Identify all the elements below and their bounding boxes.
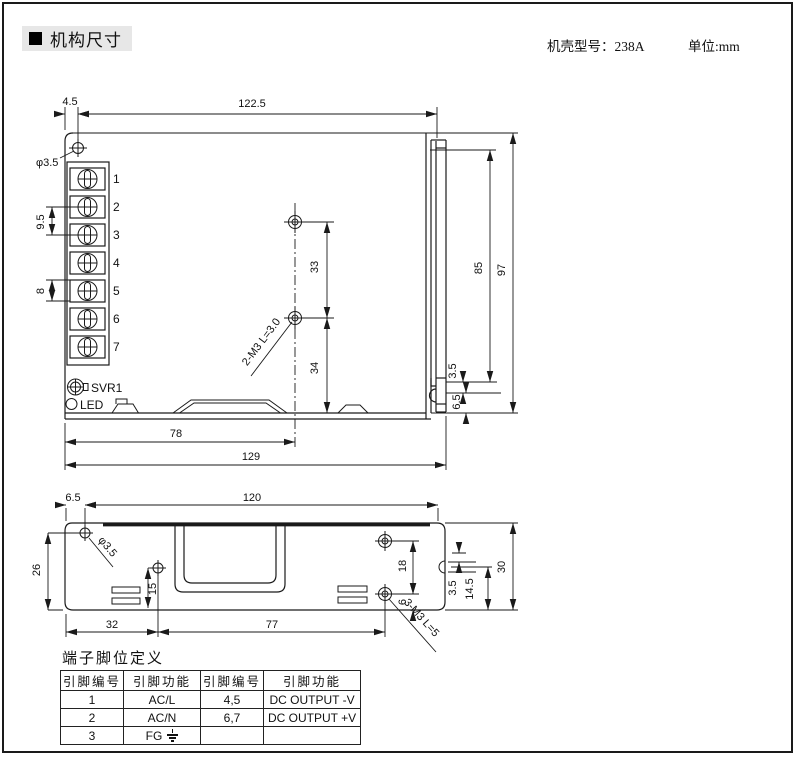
side-edge-notch bbox=[438, 560, 446, 574]
side-view-labels: 6.5 120 26 φ3.5 15 18 6 32 77 3-M3 L=5 3… bbox=[31, 492, 508, 639]
pcb-mounting-holes bbox=[284, 203, 306, 447]
dim-26: 26 bbox=[31, 564, 43, 576]
dim-34: 34 bbox=[309, 362, 321, 374]
dim-18: 18 bbox=[397, 560, 409, 572]
dim-6-5-side: 6.5 bbox=[65, 492, 80, 504]
dim-33: 33 bbox=[309, 261, 321, 273]
dim-122-5: 122.5 bbox=[238, 98, 266, 110]
side-screw-holes-right bbox=[375, 531, 395, 604]
led-indicator bbox=[65, 398, 78, 410]
section-title-box: 机构尺寸 bbox=[22, 26, 132, 51]
pin-fn-cell bbox=[263, 726, 362, 745]
header-pin-function-1: 引脚功能 bbox=[123, 670, 202, 691]
side-case-outline bbox=[64, 522, 446, 611]
pin-fn-cell: DC OUTPUT +V bbox=[263, 708, 362, 727]
fg-label: FG bbox=[145, 728, 163, 743]
table-row: 2 AC/N 6,7 DC OUTPUT +V bbox=[59, 708, 362, 727]
pin-no-cell: 3 bbox=[59, 726, 125, 745]
label-3-m3: 3-M3 L=5 bbox=[401, 597, 441, 640]
side-view-drawing bbox=[64, 522, 446, 611]
table-row: 1 AC/L 4,5 DC OUTPUT -V bbox=[59, 690, 362, 709]
pin-no-cell: 6,7 bbox=[200, 708, 265, 727]
dim-97: 97 bbox=[496, 264, 508, 276]
dim-32: 32 bbox=[106, 619, 118, 631]
dim-77: 77 bbox=[266, 619, 278, 631]
dim-phi3-5-side: φ3.5 bbox=[95, 535, 119, 560]
dim-3-5-top: 3.5 bbox=[447, 363, 459, 378]
side-handle-opening bbox=[174, 526, 286, 593]
terminal-number-3: 3 bbox=[113, 228, 120, 242]
pin-table-title: 端子脚位定义 bbox=[62, 651, 165, 667]
earth-ground-icon bbox=[166, 729, 178, 742]
led-label: LED bbox=[80, 398, 104, 412]
dim-9-5: 9.5 bbox=[35, 214, 47, 229]
dim-4-5: 4.5 bbox=[62, 96, 77, 108]
terminal-number-2: 2 bbox=[113, 200, 120, 214]
dim-30: 30 bbox=[496, 561, 508, 573]
dim-6-5-top: 6.5 bbox=[451, 394, 463, 409]
dim-phi3-5-top: φ3.5 bbox=[36, 157, 58, 169]
corner-mounting-hole bbox=[69, 139, 87, 157]
side-vent-slots-left bbox=[111, 586, 141, 605]
bottom-stamped-vents bbox=[111, 398, 369, 414]
side-view-dimensions bbox=[44, 501, 518, 653]
dim-8: 8 bbox=[35, 288, 47, 294]
pin-fn-cell: FG bbox=[123, 726, 202, 745]
terminal-number-6: 6 bbox=[113, 312, 120, 326]
dim-78: 78 bbox=[170, 428, 182, 440]
svr-potentiometer bbox=[67, 378, 89, 396]
dim-3-5-side: 3.5 bbox=[447, 580, 459, 595]
pin-fn-cell: DC OUTPUT -V bbox=[263, 690, 362, 709]
page-border bbox=[2, 2, 793, 753]
terminal-block bbox=[66, 161, 110, 366]
svr1-label: SVR1 bbox=[91, 381, 123, 395]
dim-85: 85 bbox=[473, 262, 485, 274]
pin-no-cell: 1 bbox=[59, 690, 125, 709]
top-view-labels: 4.5 122.5 φ3.5 9.5 8 33 34 85 97 3.5 6.5… bbox=[35, 96, 508, 463]
side-vent-slots-right bbox=[337, 585, 368, 604]
terminal-number-1: 1 bbox=[113, 172, 120, 186]
pin-fn-cell: AC/L bbox=[123, 690, 202, 709]
top-view-dimensions bbox=[46, 107, 518, 470]
terminal-number-7: 7 bbox=[113, 340, 120, 354]
header-pin-number-1: 引脚编号 bbox=[59, 670, 125, 691]
top-cover-flange bbox=[428, 139, 447, 413]
terminal-number-4: 4 bbox=[113, 256, 120, 270]
pin-no-cell: 2 bbox=[59, 708, 125, 727]
header-pin-number-2: 引脚编号 bbox=[200, 670, 265, 691]
table-header-row: 引脚编号 引脚功能 引脚编号 引脚功能 bbox=[59, 670, 362, 691]
page-title: 机构尺寸 bbox=[50, 31, 122, 50]
pin-fn-cell: AC/N bbox=[123, 708, 202, 727]
dim-120: 120 bbox=[243, 492, 261, 504]
case-model-label: 机壳型号：238A bbox=[547, 39, 645, 54]
dim-15: 15 bbox=[147, 583, 159, 595]
pin-definition-table: 引脚编号 引脚功能 引脚编号 引脚功能 1 AC/L 4,5 DC OUTPUT… bbox=[59, 670, 362, 745]
side-mounting-hole-corner bbox=[77, 525, 93, 541]
header-pin-function-2: 引脚功能 bbox=[263, 670, 362, 691]
terminal-screws bbox=[77, 169, 98, 357]
unit-label: 单位:mm bbox=[688, 39, 740, 54]
terminal-number-5: 5 bbox=[113, 284, 120, 298]
table-row: 3 FG bbox=[59, 726, 362, 745]
dim-6: 6 bbox=[397, 599, 409, 605]
dim-14-5: 14.5 bbox=[464, 578, 476, 599]
bullet-square-icon bbox=[29, 32, 42, 45]
pin-no-cell bbox=[200, 726, 265, 745]
dim-129: 129 bbox=[242, 451, 260, 463]
pin-no-cell: 4,5 bbox=[200, 690, 265, 709]
